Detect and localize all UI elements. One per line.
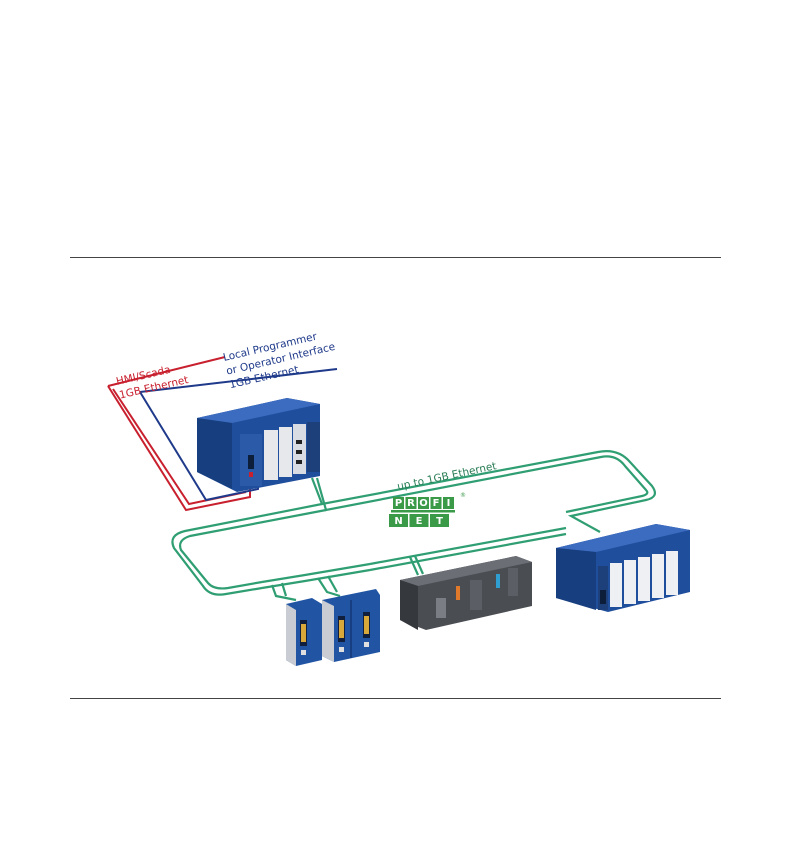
logo-top-letter: O xyxy=(419,498,428,509)
ring-label: up to 1GB Ethernet xyxy=(396,460,497,493)
logo-bottom-letter: N xyxy=(394,516,402,527)
logo-top-letter: F xyxy=(433,498,440,509)
hmi-label: HMI/Scada 1GB Ethernet xyxy=(115,360,190,401)
local-programmer-label: Local Programmer or Operator Interface 1… xyxy=(222,327,340,391)
io-drop-double[interactable] xyxy=(322,589,380,662)
logo-bottom-letter: E xyxy=(416,516,423,527)
controller-rack[interactable] xyxy=(197,398,320,492)
logo-top-letter: I xyxy=(447,498,451,509)
logo-registered: ® xyxy=(460,492,466,499)
logo-bar xyxy=(391,510,455,513)
ring-label-text: up to 1GB Ethernet xyxy=(396,460,497,493)
io-drop-single[interactable] xyxy=(286,598,322,666)
logo-top-letter: P xyxy=(395,498,402,509)
io-rack-remote[interactable] xyxy=(556,524,690,612)
logo-bottom-letter: T xyxy=(436,516,443,527)
logo-top-letter: R xyxy=(407,498,415,509)
